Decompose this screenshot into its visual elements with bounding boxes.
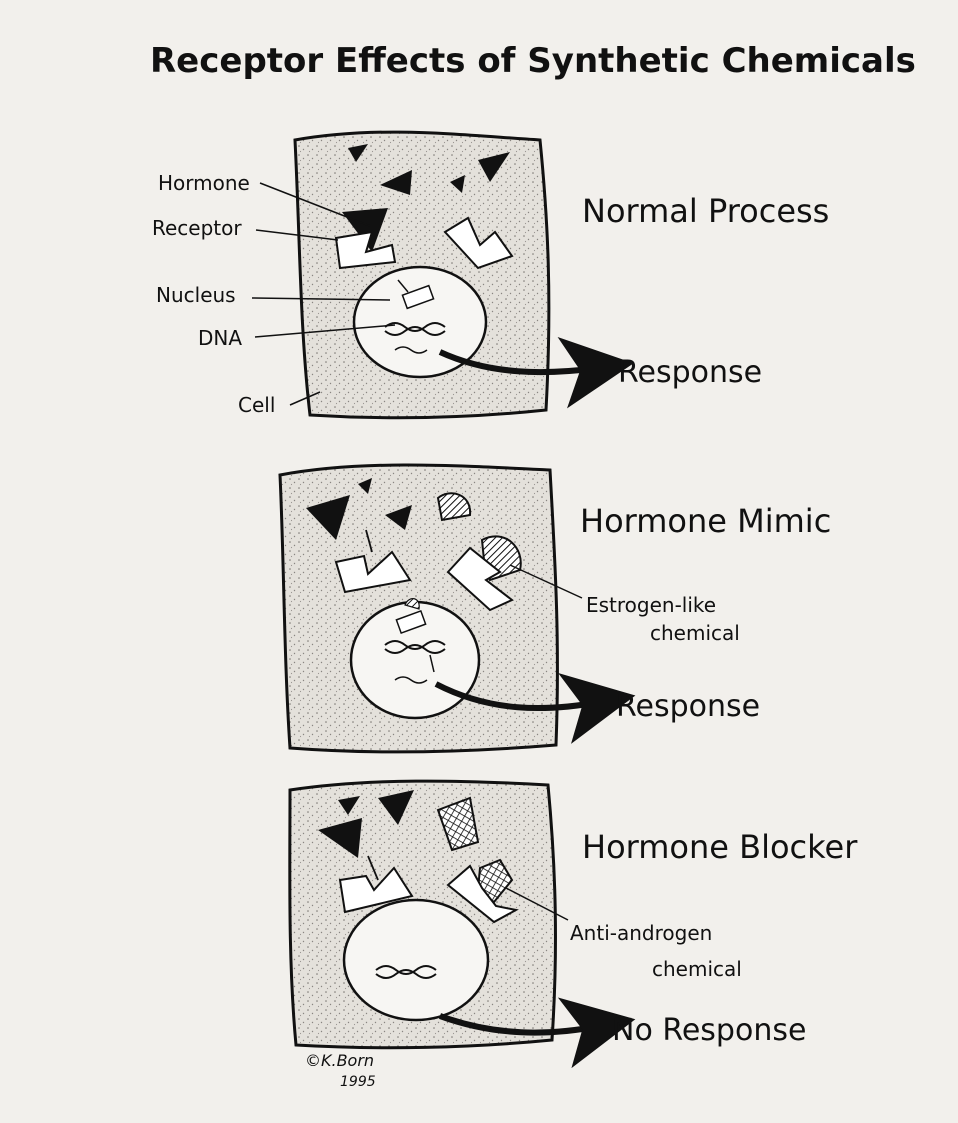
panel-hormone-mimic: Hormone Mimic Estrogen-like chemical Res… [280,465,831,752]
panel-hormone-blocker: Hormone Blocker Anti-androgen chemical N… [290,781,858,1048]
panel-normal-process: Hormone Receptor Nucleus DNA Cell Normal… [152,132,829,418]
response-text-mimic: Response [616,689,760,724]
mimic-chemical-label-line1: Estrogen-like [586,593,716,617]
artist-signature-year: 1995 [340,1074,376,1090]
label-dna: DNA [198,326,242,350]
label-hormone: Hormone [158,171,250,195]
panel-heading-mimic: Hormone Mimic [580,502,831,540]
nucleus-blocker [344,900,488,1020]
blocker-chemical-label-line1: Anti-androgen [570,921,712,945]
label-receptor: Receptor [152,216,242,240]
label-nucleus: Nucleus [156,283,236,307]
panel-heading-normal: Normal Process [582,192,829,230]
response-text-blocker: No Response [612,1013,806,1048]
mimic-chemical-label-line2: chemical [650,621,740,645]
response-text-normal: Response [618,355,762,390]
artist-signature: ©K.Born [305,1051,374,1070]
panel-heading-blocker: Hormone Blocker [582,828,858,866]
blocker-chemical-label-line2: chemical [652,957,742,981]
label-cell: Cell [238,393,275,417]
diagram-title: Receptor Effects of Synthetic Chemicals [150,41,916,81]
